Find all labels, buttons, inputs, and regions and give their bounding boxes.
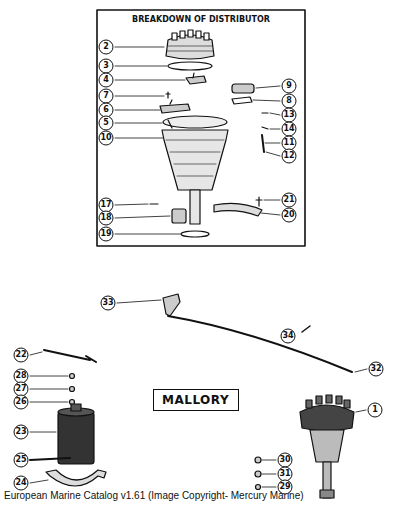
callout-number: 2 xyxy=(99,40,114,55)
small-parts xyxy=(262,113,268,129)
callout-number: 21 xyxy=(282,193,297,208)
callout-number: 7 xyxy=(99,89,114,104)
wire-clip xyxy=(302,326,310,332)
high-tension-wire xyxy=(168,316,352,372)
callout-number: 23 xyxy=(14,425,29,440)
distributor-assembly xyxy=(300,395,354,498)
ignition-coil xyxy=(58,404,94,464)
leader-lines xyxy=(115,47,280,234)
spark-plug-boot xyxy=(163,294,180,316)
coil-bracket xyxy=(46,470,106,486)
callout-number: 1 xyxy=(368,403,383,418)
callout-number: 10 xyxy=(99,131,114,146)
clamp-bolt xyxy=(256,197,262,206)
callout-number: 33 xyxy=(101,296,116,311)
callout-number: 29 xyxy=(278,480,293,495)
o-ring xyxy=(181,231,209,237)
callout-number: 24 xyxy=(14,476,29,491)
callout-number: 32 xyxy=(369,362,384,377)
callout-number: 26 xyxy=(14,395,29,410)
condenser-bracket xyxy=(232,97,252,104)
breaker-points xyxy=(160,100,190,113)
callout-number: 5 xyxy=(99,116,114,131)
callout-number: 9 xyxy=(282,79,297,94)
image-caption: European Marine Catalog v1.61 (Image Cop… xyxy=(4,490,304,501)
brand-box: MALLORY xyxy=(153,389,239,411)
distributor-cap xyxy=(166,30,214,59)
callout-number: 4 xyxy=(99,73,114,88)
callout-number: 13 xyxy=(282,108,297,123)
callout-number: 14 xyxy=(282,122,297,137)
callout-number: 22 xyxy=(14,348,29,363)
cap-gasket xyxy=(168,62,212,70)
drive-gear xyxy=(172,209,186,223)
callout-number: 30 xyxy=(278,453,293,468)
link xyxy=(262,135,264,152)
rotor xyxy=(186,73,206,84)
breakdown-frame xyxy=(97,10,305,246)
pin xyxy=(150,203,158,204)
diagram-title: BREAKDOWN OF DISTRIBUTOR xyxy=(132,15,270,24)
nuts-washers xyxy=(70,374,75,405)
leader-lines xyxy=(30,300,367,487)
callout-number: 3 xyxy=(99,59,114,74)
brand-name: MALLORY xyxy=(162,393,230,407)
callout-number: 18 xyxy=(99,211,114,226)
screw xyxy=(166,92,170,98)
hold-down-clamp xyxy=(214,203,262,216)
callout-number: 19 xyxy=(99,227,114,242)
callout-number: 25 xyxy=(14,453,29,468)
callout-number: 34 xyxy=(281,329,296,344)
nuts xyxy=(255,457,261,490)
coil-lead xyxy=(44,350,96,362)
callout-number: 12 xyxy=(282,149,297,164)
bolt xyxy=(30,458,70,460)
breaker-plate xyxy=(163,116,227,128)
condenser xyxy=(232,84,254,93)
callout-number: 20 xyxy=(282,208,297,223)
callout-number: 8 xyxy=(282,94,297,109)
